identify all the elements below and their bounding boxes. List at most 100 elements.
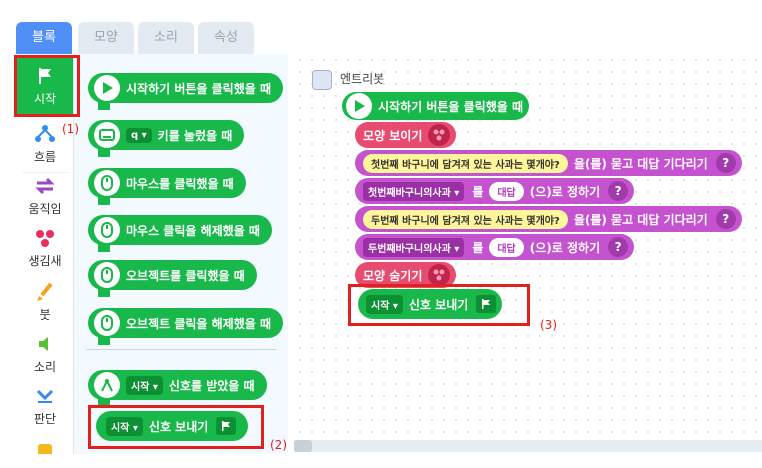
mouse-icon xyxy=(94,310,120,336)
help-icon: ? xyxy=(608,181,629,201)
category-label: 판단 xyxy=(33,412,57,426)
category-flow[interactable]: 흐름 xyxy=(16,116,73,174)
answer-value[interactable]: 대답 xyxy=(489,237,524,257)
block-label: 을(를) 묻고 대답 기다리기 xyxy=(573,156,708,171)
workspace-block-ask-2[interactable]: 두번째 바구니에 담겨져 있는 사과는 몇개야? 을(를) 묻고 대답 기다리기… xyxy=(355,206,742,232)
question-text[interactable]: 두번째 바구니에 담겨져 있는 사과는 몇개야? xyxy=(363,209,568,229)
check-icon xyxy=(33,386,57,408)
annotation-label-3: (3) xyxy=(540,318,557,332)
help-icon: ? xyxy=(715,153,736,173)
block-tail xyxy=(98,289,110,297)
category-looks[interactable]: 생김새 xyxy=(16,220,73,278)
object-name: 엔트리봇 xyxy=(340,72,385,86)
workspace-block-set-var-2[interactable]: 두번째바구니의사과 ▾ 를 대답 (으)로 정하기 ? xyxy=(355,234,635,260)
answer-value[interactable]: 대답 xyxy=(489,181,524,201)
palette-block-when-key-pressed[interactable]: q ▾ 키를 눌렀을 때 xyxy=(88,120,245,157)
workspace-block-ask-1[interactable]: 첫번째 바구니에 담겨져 있는 사과는 몇개야? 을(를) 묻고 대답 기다리기… xyxy=(355,150,742,176)
block-tail xyxy=(98,399,110,407)
mouse-icon xyxy=(94,262,120,288)
workspace-block-when-start-clicked[interactable]: 시작하기 버튼을 클릭했을 때 xyxy=(342,92,530,120)
divider xyxy=(22,172,68,173)
brush-icon xyxy=(33,282,57,304)
signal-dropdown[interactable]: 시작 ▾ xyxy=(366,294,403,314)
block-label: 를 xyxy=(472,240,484,255)
play-icon xyxy=(346,93,372,119)
tab-blocks[interactable]: 블록 xyxy=(16,22,72,54)
palette-block-when-start-clicked[interactable]: 시작하기 버튼을 클릭했을 때 xyxy=(88,73,284,110)
calculator-icon xyxy=(33,438,57,454)
flag-icon xyxy=(33,66,57,88)
play-icon xyxy=(94,75,120,101)
block-label: 시작하기 버튼을 클릭했을 때 xyxy=(126,81,272,96)
variable-dropdown[interactable]: 첫번째바구니의사과 ▾ xyxy=(363,181,465,201)
mouse-icon xyxy=(94,217,120,243)
block-label: 마우스 클릭을 해제했을 때 xyxy=(126,223,260,238)
category-brush[interactable]: 붓 xyxy=(16,274,73,332)
block-label: 오브젝트 클릭을 해제했을 때 xyxy=(126,316,272,331)
block-label: 신호 보내기 xyxy=(148,419,209,434)
tab-shapes[interactable]: 모양 xyxy=(78,22,134,54)
palette-block-when-object-released[interactable]: 오브젝트 클릭을 해제했을 때 xyxy=(88,308,284,345)
workspace-scroll-thumb[interactable] xyxy=(294,440,312,452)
category-label: 생김새 xyxy=(28,254,62,268)
looks-icon xyxy=(428,124,451,146)
palette-block-send-signal[interactable]: 시작 ▾ 신호 보내기 xyxy=(96,411,249,441)
key-dropdown[interactable]: q ▾ xyxy=(126,127,152,143)
signal-dropdown[interactable]: 시작 ▾ xyxy=(126,375,163,395)
shapes-icon xyxy=(33,228,57,250)
tab-bar: 블록 모양 소리 속성 xyxy=(0,0,762,56)
palette-block-when-signal-received[interactable]: 시작 ▾ 신호를 받았을 때 xyxy=(88,370,267,407)
speaker-icon xyxy=(33,334,57,356)
workspace-block-hide[interactable]: 모양 숨기기 xyxy=(355,262,457,288)
block-tail xyxy=(98,337,110,345)
workspace-block-send-signal[interactable]: 시작 ▾ 신호 보내기 xyxy=(358,289,503,319)
category-label: 시작 xyxy=(33,92,57,106)
annotation-box-2 xyxy=(88,405,264,449)
question-text[interactable]: 첫번째 바구니에 담겨져 있는 사과는 몇개야? xyxy=(363,153,568,173)
signal-dropdown[interactable]: 시작 ▾ xyxy=(106,416,143,436)
signal-icon xyxy=(94,372,120,398)
workspace-block-set-var-1[interactable]: 첫번째바구니의사과 ▾ 를 대답 (으)로 정하기 ? xyxy=(355,178,635,204)
tab-properties[interactable]: 속성 xyxy=(198,22,254,54)
category-more[interactable] xyxy=(16,430,73,454)
variable-dropdown[interactable]: 두번째바구니의사과 ▾ xyxy=(363,237,465,257)
robot-icon xyxy=(312,70,332,90)
block-label: (으)로 정하기 xyxy=(529,184,601,199)
block-label: 모양 보이기 xyxy=(363,128,423,143)
annotation-box-3 xyxy=(348,284,530,326)
flag-icon xyxy=(476,295,497,313)
category-sound[interactable]: 소리 xyxy=(16,326,73,384)
category-motion[interactable]: 움직임 xyxy=(16,168,73,226)
flow-icon xyxy=(33,124,57,146)
palette-block-when-mouse-released[interactable]: 마우스 클릭을 해제했을 때 xyxy=(88,215,272,252)
help-icon: ? xyxy=(608,237,629,257)
block-label: 시작하기 버튼을 클릭했을 때 xyxy=(378,99,524,114)
category-start[interactable]: 시작 xyxy=(16,58,73,116)
palette-block-when-mouse-clicked[interactable]: 마우스를 클릭했을 때 xyxy=(88,168,246,205)
block-label: 키를 눌렀을 때 xyxy=(157,128,233,143)
block-label: 마우스를 클릭했을 때 xyxy=(126,176,234,191)
mouse-icon xyxy=(94,170,120,196)
block-label: 모양 숨기기 xyxy=(363,268,423,283)
category-label: 소리 xyxy=(33,360,57,374)
block-label: 신호 보내기 xyxy=(408,297,469,312)
arrows-icon xyxy=(33,176,57,198)
annotation-label-2: (2) xyxy=(270,438,287,452)
workspace-block-show[interactable]: 모양 보이기 xyxy=(355,122,457,148)
workspace-scrollbar[interactable] xyxy=(294,440,762,452)
palette-block-when-object-clicked[interactable]: 오브젝트를 클릭했을 때 xyxy=(88,260,257,297)
tab-sounds[interactable]: 소리 xyxy=(138,22,194,54)
category-label: 움직임 xyxy=(28,202,62,216)
block-label: (으)로 정하기 xyxy=(529,240,601,255)
looks-icon xyxy=(428,264,451,286)
category-label: 흐름 xyxy=(33,150,57,164)
palette-divider xyxy=(86,349,276,350)
block-label: 신호를 받았을 때 xyxy=(168,378,255,393)
category-label: 붓 xyxy=(39,308,51,322)
annotation-label-1: (1) xyxy=(62,122,79,136)
flag-icon xyxy=(216,417,237,435)
block-tail xyxy=(98,197,110,205)
block-label: 을(를) 묻고 대답 기다리기 xyxy=(573,212,708,227)
keyboard-icon xyxy=(94,122,120,148)
category-judge[interactable]: 판단 xyxy=(16,378,73,436)
